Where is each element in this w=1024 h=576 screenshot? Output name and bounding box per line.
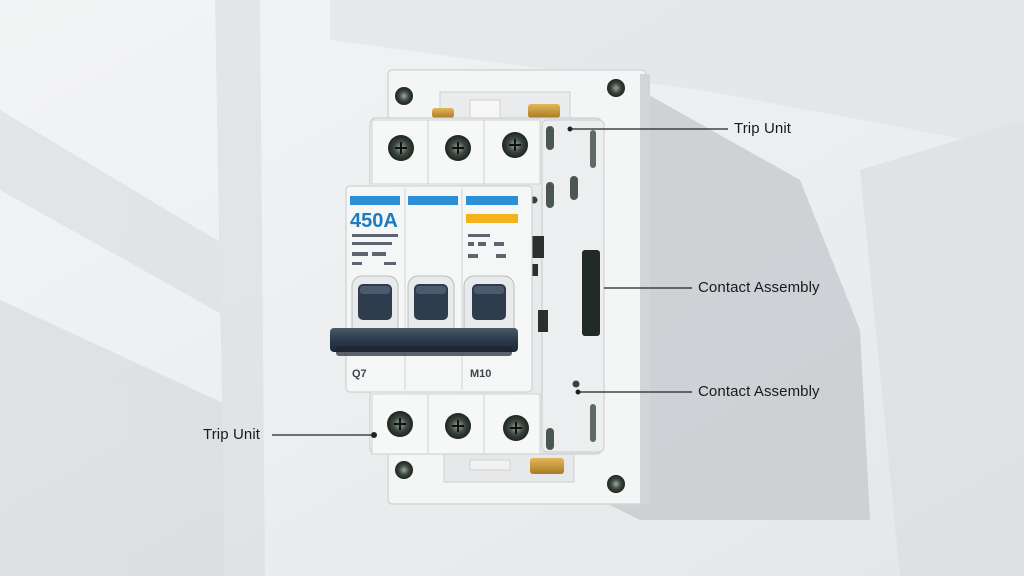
mounting-screw-icon <box>607 475 625 493</box>
mounting-screw-icon <box>395 87 413 105</box>
callout-trip-unit-bottom: Trip Unit <box>203 426 261 443</box>
mounting-screw-icon <box>607 79 625 97</box>
breaker-body: 450A Q7 M10 <box>330 117 605 455</box>
blue-stripe <box>466 196 518 205</box>
rating-label: 450A <box>350 210 398 232</box>
callout-contact-assembly-low: Contact Assembly <box>698 383 820 400</box>
blue-stripe <box>408 196 458 205</box>
marking-right: M10 <box>470 368 491 380</box>
plate-edge <box>640 74 650 504</box>
breaker-shadow <box>600 90 870 520</box>
blue-stripe <box>350 196 400 205</box>
terminal-brass-icon <box>528 104 560 118</box>
callout-lines <box>272 126 728 438</box>
callout-trip-unit-top: Trip Unit <box>734 120 792 137</box>
terminal-brass-icon <box>432 108 454 118</box>
terminal-brass-icon <box>530 458 564 474</box>
toggle-switches[interactable] <box>351 275 515 337</box>
indicator-window <box>582 250 600 336</box>
mounting-screw-icon <box>395 461 413 479</box>
marking-left: Q7 <box>352 368 367 380</box>
callout-contact-assembly-mid: Contact Assembly <box>698 279 820 296</box>
orange-stripe <box>466 214 518 223</box>
